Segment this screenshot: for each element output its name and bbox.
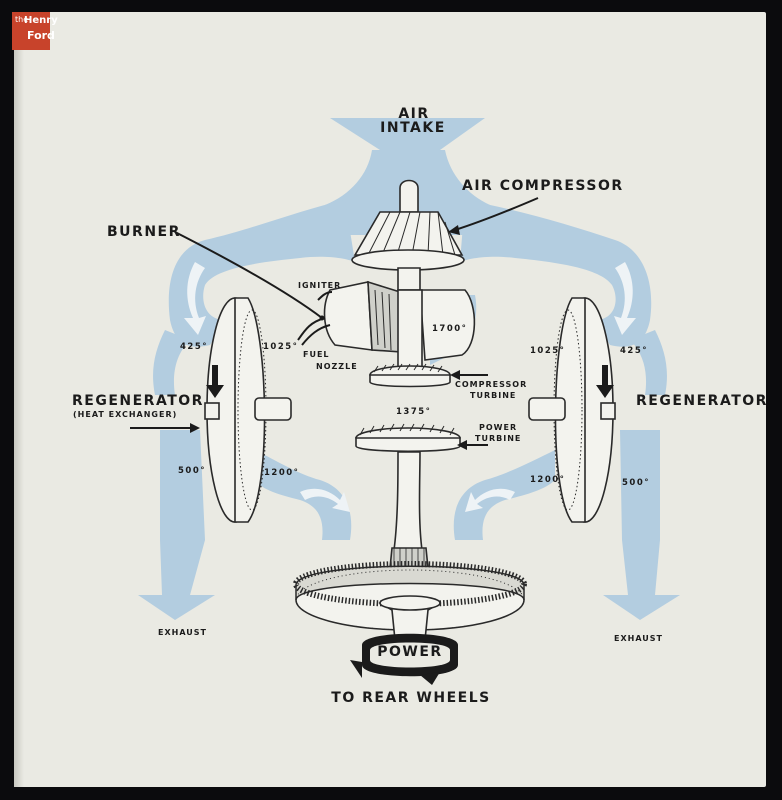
fuel-nozzle-label-2: NOZZLE — [316, 362, 358, 371]
left-corner-duct — [153, 330, 190, 395]
temp-500-right-label: 500° — [622, 478, 650, 488]
temp-1200-right-label: 1200° — [530, 475, 565, 485]
left-regenerator — [204, 297, 292, 523]
logo-henry: Henry — [24, 15, 58, 26]
exhaust-left-label: EXHAUST — [158, 628, 207, 637]
temp-1200-left-label: 1200° — [264, 468, 299, 478]
air-intake-label-1: AIR — [398, 106, 429, 122]
to-rear-wheels-label: TO REAR WHEELS — [331, 690, 490, 706]
exhaust-right-label: EXHAUST — [614, 634, 663, 643]
regenerator-left-label: REGENERATOR — [72, 393, 204, 409]
air-intake-funnel — [330, 118, 485, 160]
heat-exchanger-label: (HEAT EXCHANGER) — [73, 410, 177, 419]
flow-arrow-right-top — [614, 262, 636, 335]
left-upper-duct — [168, 200, 355, 347]
air-intake-label-2: INTAKE — [380, 120, 446, 136]
temp-500-left-label: 500° — [178, 466, 206, 476]
ring-gear — [293, 561, 527, 641]
power-label: POWER — [377, 644, 442, 660]
air-compressor-label: AIR COMPRESSOR — [462, 178, 624, 194]
power-turbine-label-2: TURBINE — [475, 434, 521, 443]
temp-1025-right-label: 1025° — [530, 346, 565, 356]
right-regenerator — [528, 297, 616, 523]
fuel-nozzle-label-1: FUEL — [303, 350, 330, 359]
power-rotation-band — [350, 633, 458, 685]
right-upper-duct — [460, 200, 652, 347]
compressor-turbine-label-1: COMPRESSOR — [455, 380, 527, 389]
rotation-arrow-left — [206, 365, 224, 398]
flow-arrow-left-bottom — [300, 488, 350, 512]
power-turbine-label-1: POWER — [479, 423, 517, 432]
temp-425-left-label: 425° — [180, 342, 208, 352]
right-exhaust-duct — [603, 430, 680, 620]
logo-the: the — [15, 15, 29, 24]
right-corner-duct — [630, 330, 667, 395]
page-binding-edge — [14, 12, 24, 787]
burner-label: BURNER — [107, 224, 181, 240]
temp-1025-left-label: 1025° — [263, 342, 298, 352]
temp-1700-label: 1700° — [432, 324, 467, 334]
igniter-label: IGNITER — [298, 281, 341, 290]
left-exhaust-duct — [138, 430, 215, 620]
leader-lines — [130, 197, 539, 450]
regenerator-right-label: REGENERATOR — [636, 393, 768, 409]
henry-ford-logo: the Henry Ford — [12, 12, 58, 50]
compressor-turbine-label-2: TURBINE — [470, 391, 516, 400]
flow-arrow-right-bottom — [465, 488, 515, 512]
temp-1375-label: 1375° — [396, 407, 431, 417]
burner-assembly — [297, 280, 476, 361]
logo-ford: Ford — [27, 29, 55, 42]
flow-arrow-left-top — [184, 262, 206, 335]
air-compressor — [351, 179, 465, 291]
temp-425-right-label: 425° — [620, 346, 648, 356]
rotation-arrow-right — [596, 365, 614, 398]
